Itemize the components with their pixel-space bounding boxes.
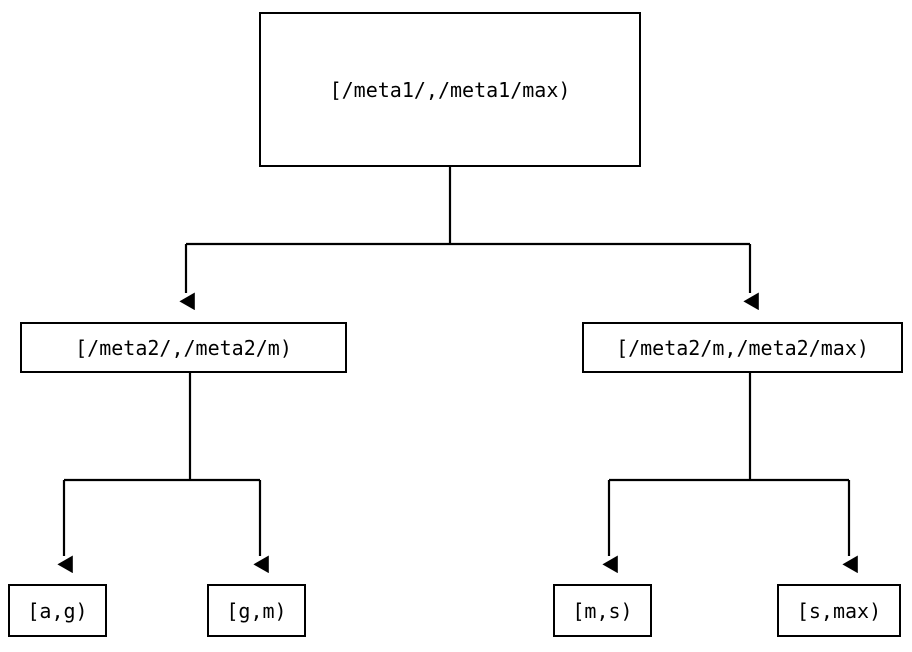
tree-node-leaf-gm-label: [g,m)	[226, 598, 287, 623]
tree-node-leaf-ag[interactable]: [a,g)	[8, 584, 107, 637]
tree-node-leaf-ms[interactable]: [m,s)	[553, 584, 652, 637]
tree-node-leaf-gm[interactable]: [g,m)	[207, 584, 306, 637]
tree-node-leaf-smax[interactable]: [s,max)	[777, 584, 901, 637]
tree-node-root-label: [/meta1/,/meta1/max)	[329, 77, 571, 102]
tree-node-root[interactable]: [/meta1/,/meta1/max)	[259, 12, 641, 167]
tree-node-mid-left-label: [/meta2/,/meta2/m)	[75, 335, 292, 360]
tree-node-leaf-smax-label: [s,max)	[796, 598, 882, 623]
tree-node-leaf-ag-label: [a,g)	[27, 598, 88, 623]
tree-node-mid-right-label: [/meta2/m,/meta2/max)	[616, 335, 869, 360]
tree-node-leaf-ms-label: [m,s)	[572, 598, 633, 623]
tree-node-mid-right[interactable]: [/meta2/m,/meta2/max)	[582, 322, 903, 373]
tree-node-mid-left[interactable]: [/meta2/,/meta2/m)	[20, 322, 347, 373]
